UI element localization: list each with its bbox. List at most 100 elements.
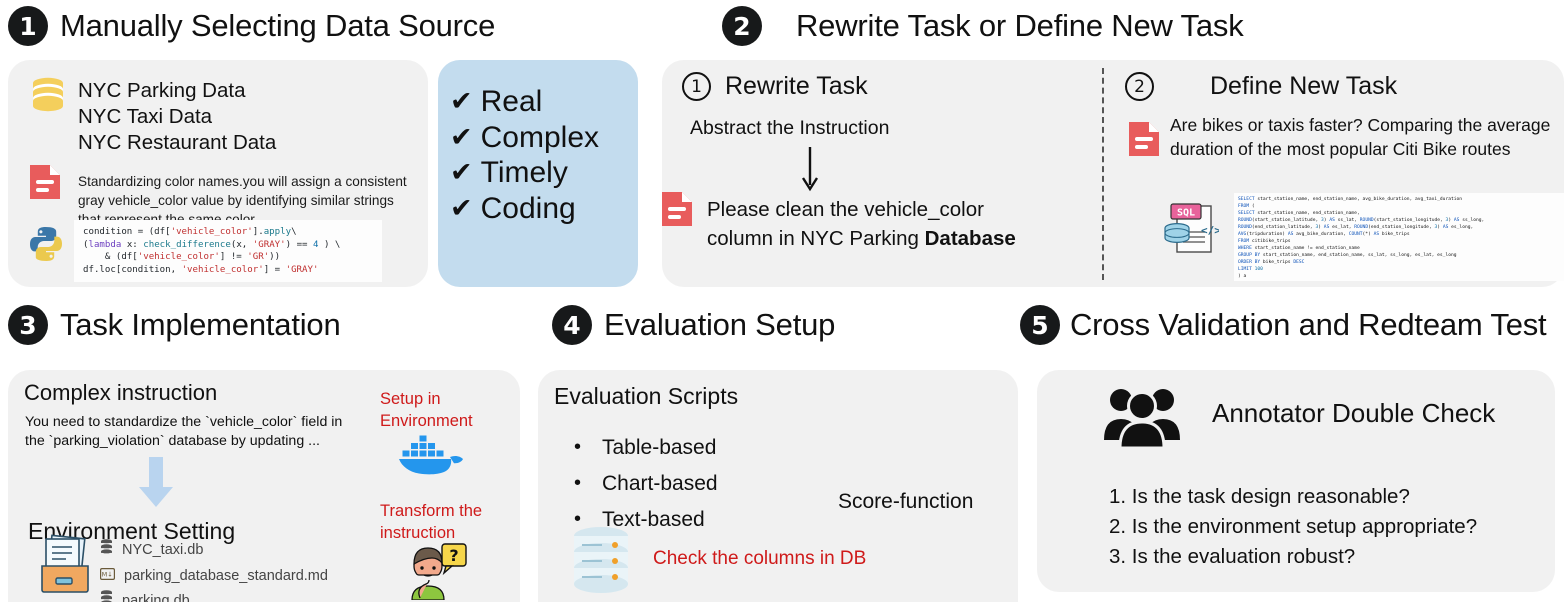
database-icon — [30, 76, 66, 112]
transform-instruction-label: Transform the instruction — [380, 500, 482, 544]
step-5-badge: 5 — [1020, 305, 1060, 345]
step-1-badge: 1 — [8, 6, 48, 46]
step-3-header: 3 Task Implementation — [8, 305, 341, 345]
check-columns-note: Check the columns in DB — [653, 548, 867, 569]
sub-step-2-badge: 2 — [1125, 72, 1154, 101]
python-icon — [27, 225, 65, 263]
question-item: 1. Is the task design reasonable? — [1109, 485, 1410, 508]
score-function-label: Score-function — [838, 490, 974, 513]
sql-line: ) a — [1238, 274, 1247, 279]
database-icon — [100, 538, 113, 564]
sql-line: GROUP BY start_station_name, end_station… — [1238, 253, 1457, 258]
list-item: Chart-based — [568, 465, 718, 502]
file-row[interactable]: M↓ parking_database_standard.md — [100, 564, 328, 590]
list-item: Table-based — [568, 429, 718, 466]
sub-step-1-badge: 1 — [682, 72, 711, 101]
folder-documents-icon — [38, 533, 94, 595]
step-4-title: Evaluation Setup — [604, 307, 836, 342]
sql-line: ORDER BY bike_trips DESC — [1238, 260, 1305, 265]
setup-environment-label: Setup in Environment — [380, 388, 473, 432]
data-source-card: NYC Parking Data NYC Taxi Data NYC Resta… — [8, 60, 428, 287]
sql-line: FROM citibike_trips — [1238, 239, 1291, 244]
sql-code-block: SELECT start_station_name, end_station_n… — [1234, 193, 1564, 281]
criteria-label: Coding — [480, 191, 576, 225]
file-name: NYC_taxi.db — [122, 542, 204, 558]
criteria-row: ✔ Complex — [450, 120, 599, 154]
evaluation-script-list: Table-based Chart-based Text-based — [568, 429, 718, 538]
svg-text:M↓: M↓ — [102, 570, 113, 578]
complex-instruction-body: You need to standardize the `vehicle_col… — [25, 414, 343, 449]
step-2-header: 2 Rewrite Task or Define New Task — [722, 6, 1244, 46]
cross-validation-card: Annotator Double Check 1. Is the task de… — [1037, 370, 1555, 592]
step-1-header: 1 Manually Selecting Data Source — [8, 6, 495, 46]
define-task-subheader: 2 Define New Task — [1125, 72, 1397, 101]
transform-label-line1: Transform the — [380, 502, 483, 520]
data-source-item: NYC Restaurant Data — [78, 131, 277, 154]
step-3-badge: 3 — [8, 305, 48, 345]
question-item: 2. Is the environment setup appropriate? — [1109, 515, 1478, 538]
step-5-title: Cross Validation and Redteam Test — [1070, 307, 1547, 342]
database-stack-icon — [570, 525, 632, 595]
check-icon: ✔ — [450, 86, 473, 118]
document-icon — [28, 163, 62, 201]
rewritten-line-2: column in NYC Parking — [707, 227, 925, 250]
file-row[interactable]: NYC_taxi.db — [100, 538, 328, 564]
docker-icon — [393, 433, 469, 479]
database-icon — [100, 589, 113, 602]
sql-line: SELECT start_station_name, end_station_n… — [1238, 211, 1360, 216]
step-5-header: 5 Cross Validation and Redteam Test — [1020, 305, 1547, 345]
rewrite-task-heading: Rewrite Task — [725, 72, 868, 100]
svg-text:?: ? — [449, 546, 458, 565]
criteria-row: ✔ Coding — [450, 191, 599, 225]
down-arrow-icon — [797, 145, 823, 193]
criteria-row: ✔ Real — [450, 86, 599, 118]
python-code-block: condition = (df['vehicle_color'].apply\ … — [74, 220, 382, 283]
down-arrow-icon — [136, 457, 176, 509]
sql-line: ROUND(end_station_latitude, 3) AS es_lat… — [1238, 225, 1474, 230]
code-line: & (df['vehicle_color'] != 'GR')) — [83, 252, 281, 263]
sql-line: SELECT start_station_name, end_station_n… — [1238, 197, 1463, 202]
document-icon — [660, 190, 694, 228]
data-source-item: NYC Taxi Data — [78, 105, 213, 128]
criteria-row: ✔ Timely — [450, 157, 599, 189]
complex-instruction-heading: Complex instruction — [24, 380, 218, 405]
file-name: parking.db — [122, 593, 190, 602]
check-icon: ✔ — [450, 157, 473, 189]
step-3-title: Task Implementation — [60, 307, 341, 342]
sql-line: LIMIT 100 — [1238, 267, 1263, 272]
check-icon: ✔ — [450, 121, 473, 153]
rewritten-line-1: Please clean the vehicle_color — [707, 198, 984, 221]
criteria-card: ✔ Real ✔ Complex ✔ Timely ✔ Coding — [438, 60, 638, 287]
abstract-instruction-label: Abstract the Instruction — [690, 117, 890, 139]
step-2-badge: 2 — [722, 6, 762, 46]
transform-label-line2: instruction — [380, 524, 456, 542]
environment-file-list: NYC_taxi.db M↓ parking_database_standard… — [100, 538, 328, 602]
sql-line: ROUND(start_station_latitude, 3) AS ss_l… — [1238, 218, 1485, 223]
check-icon: ✔ — [450, 192, 473, 224]
annotator-check-heading: Annotator Double Check — [1212, 398, 1496, 428]
svg-text:SQL: SQL — [1177, 208, 1195, 219]
svg-text:</>: </> — [1201, 224, 1219, 237]
file-row[interactable]: parking.db — [100, 589, 328, 602]
data-source-item: NYC Parking Data — [78, 79, 246, 102]
task-implementation-card: Complex instruction You need to standard… — [8, 370, 520, 602]
sql-line: WHERE start_station_name != end_station_… — [1238, 246, 1360, 251]
evaluation-scripts-heading: Evaluation Scripts — [554, 383, 739, 409]
sql-file-icon: SQL </> — [1157, 200, 1221, 258]
setup-label-line2: Environment — [380, 412, 473, 430]
thinking-person-icon: ? — [404, 542, 470, 601]
sql-line: FROM ( — [1238, 204, 1255, 209]
task-definition-card: 1 Rewrite Task Abstract the Instruction … — [662, 60, 1564, 287]
code-line: (lambda x: check_difference(x, 'GRAY') =… — [83, 239, 341, 250]
file-name: parking_database_standard.md — [124, 567, 328, 584]
define-task-heading: Define New Task — [1210, 72, 1398, 100]
criteria-label: Complex — [480, 120, 599, 154]
rewritten-task-text: Please clean the vehicle_color column in… — [707, 195, 1097, 253]
new-task-text: Are bikes or taxis faster? Comparing the… — [1170, 115, 1551, 159]
rewritten-bold-word: Database — [924, 227, 1016, 250]
step-4-header: 4 Evaluation Setup — [552, 305, 835, 345]
code-line: df.loc[condition, 'vehicle_color'] = 'GR… — [83, 264, 319, 275]
criteria-label: Timely — [480, 156, 568, 189]
document-icon — [1127, 120, 1161, 158]
setup-label-line1: Setup in — [380, 390, 441, 408]
